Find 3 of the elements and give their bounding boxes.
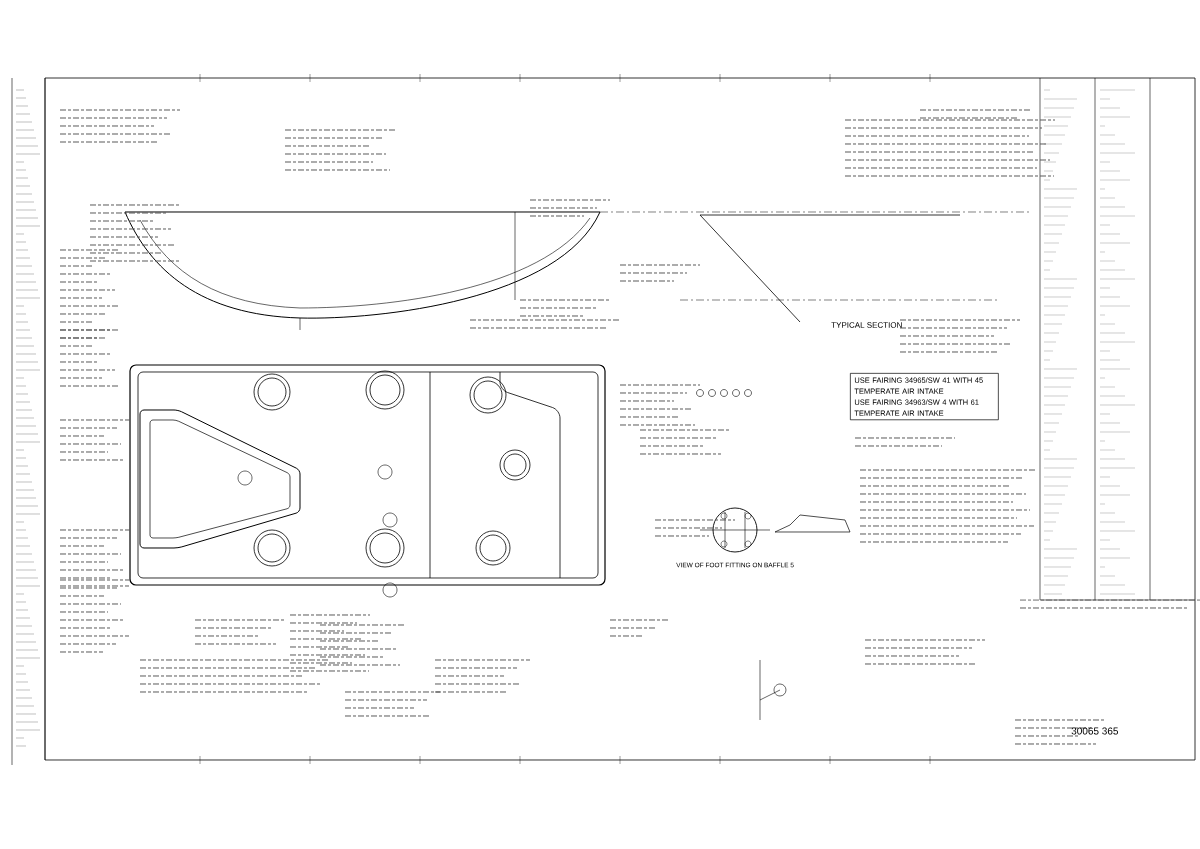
drawing-number: 30065 365 xyxy=(1071,727,1119,735)
section-title: TYPICAL SECTION xyxy=(831,322,902,328)
note-box xyxy=(850,373,999,421)
